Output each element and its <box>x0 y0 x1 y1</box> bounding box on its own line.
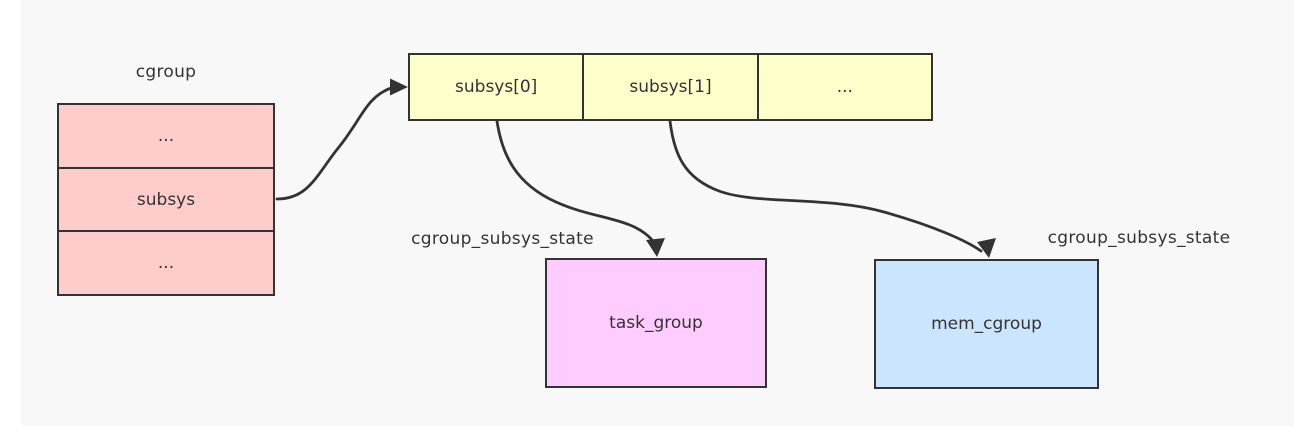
cgroup-row-subsys: subsys <box>59 169 273 233</box>
subsys-array-cell-0: subsys[0] <box>410 55 585 119</box>
cgroup-row-ellipsis-bottom: ... <box>157 253 175 274</box>
subsys-array-box: subsys[0] subsys[1] ... <box>408 53 933 121</box>
label-cgroup-subsys-state-left: cgroup_subsys_state <box>411 229 594 249</box>
task-group-label: task_group <box>609 313 703 333</box>
subsys-array-cell-1: subsys[1] <box>584 55 759 119</box>
label-cgroup-subsys-state-right: cgroup_subsys_state <box>1047 228 1231 248</box>
mem-cgroup-box: mem_cgroup <box>874 259 1099 389</box>
cgroup-title: cgroup <box>135 62 197 82</box>
cgroup-struct-box: ... subsys ... <box>57 103 275 296</box>
mem-cgroup-label: mem_cgroup <box>931 314 1042 334</box>
task-group-box: task_group <box>545 258 767 388</box>
subsys-array-cell-ellipsis: ... <box>836 77 853 97</box>
cgroup-row-ellipsis-top: ... <box>59 105 273 169</box>
